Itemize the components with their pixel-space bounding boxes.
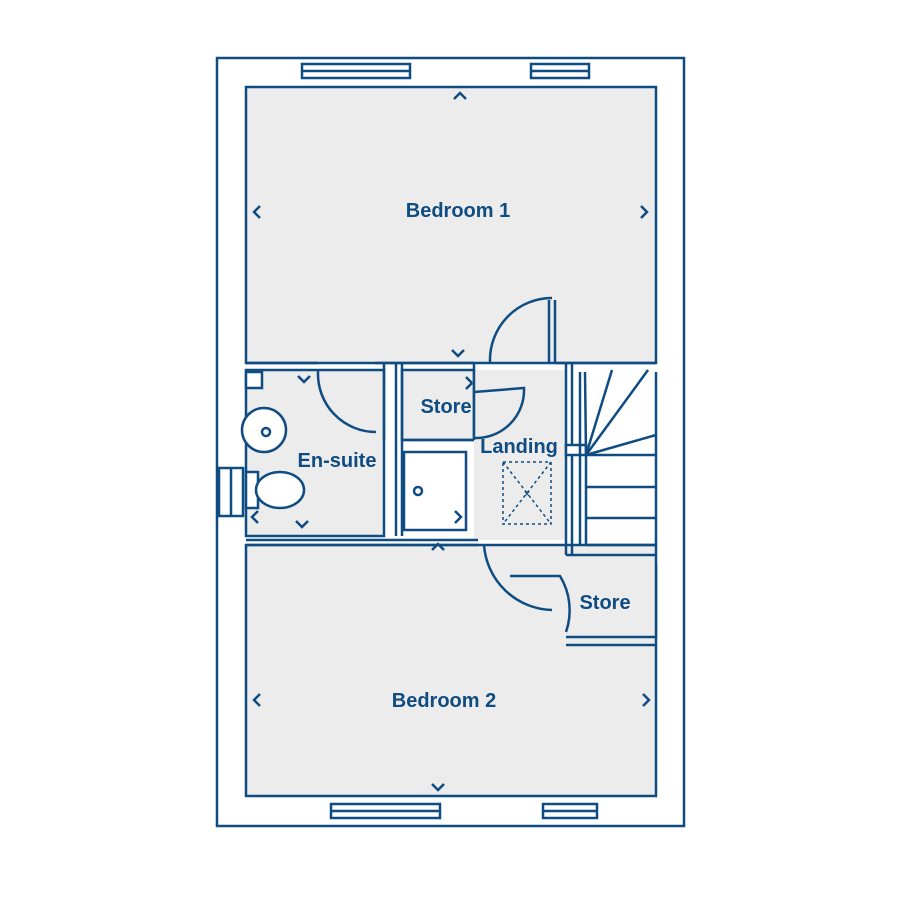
room-label-en-suite: En-suite: [298, 450, 377, 472]
room-label-store-lower: Store: [579, 592, 630, 614]
store-lower-wall: [566, 553, 656, 647]
landing-door-jamb: [547, 300, 557, 363]
door-swing-icon: [473, 386, 526, 440]
cupboard-icon: [244, 370, 264, 390]
wash-basin-icon: [240, 406, 288, 454]
shower-tray-icon: [402, 450, 468, 532]
door-swing-icon: [488, 296, 553, 363]
stair-wall: [564, 363, 574, 555]
window-icon: [217, 466, 245, 518]
door-swing-icon: [482, 544, 553, 612]
window-icon: [329, 802, 442, 820]
toilet-icon: [244, 470, 306, 510]
door-swing-icon: [316, 370, 377, 434]
room-label-bedroom-2: Bedroom 2: [392, 690, 496, 712]
window-icon: [541, 802, 599, 820]
room-label-store-upper: Store: [420, 396, 471, 418]
store-wall: [402, 363, 476, 442]
loft-hatch-icon: [502, 461, 552, 525]
bedroom-1-floor: [244, 85, 658, 365]
staircase-icon: [564, 369, 658, 547]
bedroom-2-floor: [244, 543, 658, 798]
window-icon: [300, 62, 412, 80]
dimension-arrow-icon: [250, 91, 651, 792]
loft-hatch-mark: ×: [523, 487, 530, 501]
en-suite-floor: [244, 368, 386, 538]
room-label-bedroom-1: Bedroom 1: [406, 200, 510, 222]
window-icon: [529, 62, 591, 80]
door-swing-icon: [510, 574, 571, 633]
room-label-landing: Landing: [480, 436, 558, 458]
ensuite-wall: [382, 363, 404, 536]
